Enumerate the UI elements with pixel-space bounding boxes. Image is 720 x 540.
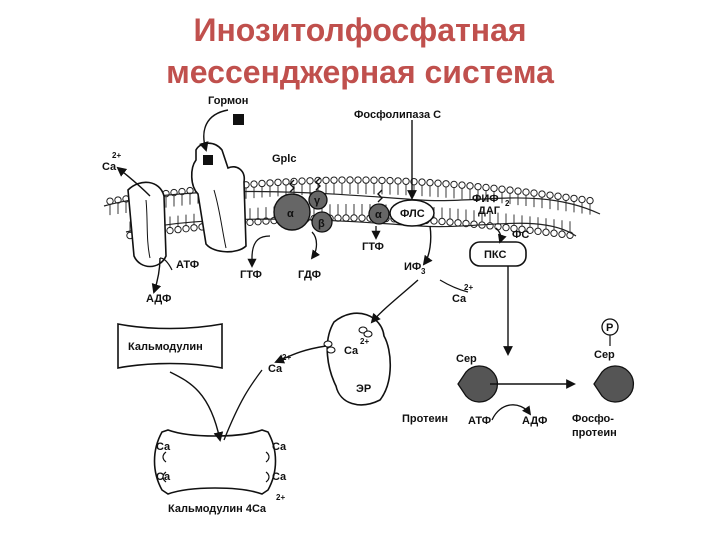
ca-site-1: Ca [156,441,171,453]
adf-kinase-label: АДФ [522,415,547,427]
calmodulin-4ca-label: Кальмодулин 4Ca [168,503,267,515]
protein-shape [457,365,498,403]
alpha-label: α [287,208,294,220]
ca-er-inside-label: Ca [344,345,359,357]
if3-label: ИФ [404,261,421,273]
ca-er-out-label: Ca [268,363,283,375]
ser-right-label: Сер [594,349,615,361]
ca-site-2: Ca [156,471,171,483]
atf-pump-label: АТФ [176,259,199,271]
g-protein-complex [273,177,333,233]
ca-top-superscript: 2+ [112,151,121,160]
fls-label: ФЛС [400,208,425,220]
gplc-label: Gplc [272,153,296,165]
atf-kinase-label: АТФ [468,415,491,427]
phospholipase-c-label: Фосфолипаза С [354,109,441,121]
g-gamma-subunit [308,190,328,210]
gdf-label: ГДФ [298,269,321,281]
ca-top-label: Ca [102,161,117,173]
if3-subscript: 3 [421,267,426,276]
gamma-label: γ [314,195,321,207]
phosphate-p-label: P [606,322,613,334]
active-alpha-fls [368,189,435,227]
hormone-receptor [190,142,247,253]
calmodulin-shape [117,323,223,369]
gtf-label-1: ГТФ [240,269,262,281]
gtf-label-2: ГТФ [362,241,384,253]
fif2-subscript: 2 [505,199,510,208]
adf-pump-label: АДФ [146,293,171,305]
fs-label: ФС [512,229,529,241]
phosphoprotein-shape [593,365,634,403]
title-line-1: Инозитолфосфатная [193,12,527,48]
ser-left-label: Сер [456,353,477,365]
g-alpha-subunit [273,193,311,231]
g-beta-subunit [311,211,333,233]
ca-er-inside-superscript: 2+ [360,337,369,346]
calmodulin-4ca-superscript: 2+ [276,493,285,502]
bound-hormone [203,155,213,165]
er-label: ЭР [356,383,371,395]
hormone-ligand [233,114,244,125]
hormone-label: Гормон [208,95,248,107]
pks-label: ПКС [484,249,506,261]
beta-label: β [318,218,325,230]
ca-er-out-superscript: 2+ [282,353,291,362]
phosphoprotein-label-1: Фосфо- [572,413,614,425]
dag-label: ДАГ [478,205,501,217]
phosphoprotein-label-2: протеин [572,427,617,439]
calmodulin-label: Кальмодулин [128,341,203,353]
calmodulin-4ca-shape [153,429,277,495]
ca-if3-superscript: 2+ [464,283,473,292]
ca-site-3: Ca [272,441,287,453]
fif2-label: ФИФ [472,193,499,205]
protein-label: Протеин [402,413,448,425]
pathway-arrows [116,109,576,442]
calcium-pump-channel [127,181,167,268]
ca-if3-label: Ca [452,293,467,305]
ca-site-4: Ca [272,471,287,483]
alpha-small-label: α [375,209,382,221]
title-line-2: мессенджерная система [166,54,554,90]
